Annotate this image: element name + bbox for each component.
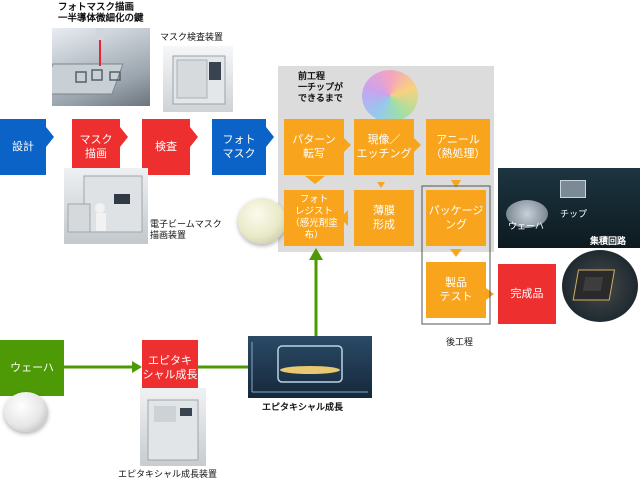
title: フォトマスク描画 一半導体微細化の鍵	[58, 2, 144, 24]
inset-chip	[560, 180, 586, 198]
product-test-box: 製品 テスト	[426, 262, 486, 318]
mask-inspection-caption: マスク検査装置	[160, 33, 223, 44]
photomask-drawing-photo	[52, 28, 150, 106]
ic-chip-photo	[562, 250, 638, 322]
wafer-box: ウェーハ	[0, 340, 64, 396]
inset-wafer-label: ウェーハ	[508, 222, 544, 233]
design-box: 設計	[0, 119, 46, 175]
anneal-box: アニール （熱処理）	[426, 119, 490, 175]
epitaxy-equipment-photo	[140, 388, 206, 466]
finished-product-box: 完成品	[498, 264, 556, 324]
wafer-rainbow	[362, 70, 418, 122]
epitaxy-diagram-caption: エピタキシャル成長	[262, 403, 343, 414]
packaging-box: パッケージ ング	[426, 190, 486, 246]
photoresist-box: フォト レジスト （感光剤塗布）	[284, 190, 344, 246]
arrow-4	[266, 127, 274, 147]
develop-etch-box: 現像／ エッチング	[354, 119, 414, 175]
inspection-box: 検査	[142, 119, 190, 175]
back-process-label: 後工程	[446, 338, 473, 349]
inset-ic-label: 集積回路	[590, 237, 626, 248]
photomask-box: フォト マスク	[212, 119, 266, 175]
thin-film-box: 薄膜 形成	[354, 190, 414, 246]
ebeam-equipment-photo	[64, 168, 148, 244]
arrow-2	[120, 127, 128, 147]
arrow-3	[190, 127, 198, 147]
front-process-label: 前工程 一チップが できるまで	[298, 72, 343, 105]
mask-drawing-box: マスク 描画	[72, 119, 120, 175]
wafer-disc	[4, 392, 48, 432]
inset-chip-label: チップ	[560, 210, 587, 221]
arrow-1	[46, 127, 54, 147]
epitaxy-equipment-caption: エピタキシャル成長装置	[118, 470, 217, 481]
epitaxy-chamber-diagram	[248, 336, 372, 398]
ebeam-caption: 電子ビームマスク 描画装置	[150, 220, 222, 242]
mask-inspection-photo	[163, 46, 233, 112]
photomask-disc	[238, 198, 286, 244]
pattern-transfer-box: パターン 転写	[284, 119, 344, 175]
